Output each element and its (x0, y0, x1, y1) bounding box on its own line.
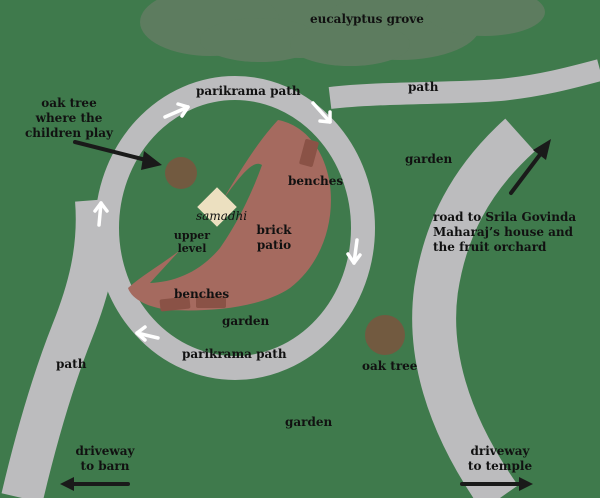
label-benches-upper: benches (288, 174, 344, 188)
path-network (1, 59, 600, 498)
label-path-top: path (408, 80, 439, 94)
bench-lower-right (196, 296, 226, 308)
bench-lower-left (159, 296, 191, 312)
label-road: road to Srila Govinda Maharaj’s house an… (433, 210, 576, 255)
label-brick-patio-line1: brick (256, 223, 292, 237)
label-road-line1: road to Srila Govinda (433, 210, 577, 224)
label-road-line2: Maharaj’s house and (433, 225, 574, 239)
parikrama-path (95, 76, 375, 380)
label-garden-inner: garden (222, 314, 270, 328)
label-samadhi: samadhi (196, 209, 248, 223)
driveway-temple (412, 118, 535, 498)
arrow-left (93, 201, 109, 227)
label-oak-tree-children-line1: oak tree (41, 96, 97, 110)
label-driveway-temple-line1: driveway (470, 444, 530, 458)
label-brick-patio-line2: patio (256, 238, 292, 252)
label-road-line3: the fruit orchard (433, 240, 547, 254)
left-path (1, 198, 118, 498)
arrow-top (163, 102, 190, 119)
arrow-top-right (311, 101, 332, 124)
label-oak-tree-right: oak tree (362, 359, 418, 373)
label-parikrama-path-top: parikrama path (196, 84, 301, 98)
label-oak-tree-children-line2: where the (35, 111, 103, 125)
bench-upper (299, 139, 319, 167)
label-driveway-barn-line2: to barn (80, 459, 130, 473)
label-parikrama-path-bottom: parikrama path (182, 347, 287, 361)
label-upper-level: upper level (170, 229, 214, 255)
parikrama-direction-arrows (93, 101, 362, 342)
arrow-to-road (509, 139, 551, 195)
label-benches-lower: benches (174, 287, 230, 301)
label-driveway-barn: driveway to barn (70, 444, 140, 474)
label-path-left: path (56, 357, 87, 371)
oak-tree-right (365, 315, 405, 355)
arrow-to-barn (60, 477, 130, 491)
label-brick-patio: brick patio (252, 223, 296, 253)
label-eucalyptus-grove: eucalyptus grove (310, 12, 424, 26)
label-driveway-barn-line1: driveway (75, 444, 135, 458)
label-driveway-temple: driveway to temple (460, 444, 540, 474)
label-garden-bottom: garden (285, 415, 333, 429)
oak-tree-children-play (165, 157, 197, 189)
label-garden-right: garden (405, 152, 453, 166)
upper-level (150, 163, 262, 283)
label-oak-tree-children: oak tree where the children play (20, 96, 118, 141)
top-path (328, 59, 600, 109)
label-driveway-temple-line2: to temple (467, 459, 533, 473)
dark-arrows (60, 139, 551, 491)
arrow-right (346, 238, 362, 265)
arrow-to-temple (460, 477, 533, 491)
arrow-bottom (135, 325, 160, 342)
label-upper-level-line2: level (177, 242, 207, 255)
arrow-to-oak-tree (73, 140, 162, 170)
label-upper-level-line1: upper (173, 229, 211, 242)
eucalyptus-grove (140, 0, 545, 66)
label-oak-tree-children-line3: children play (24, 126, 114, 140)
samadhi (197, 187, 237, 227)
